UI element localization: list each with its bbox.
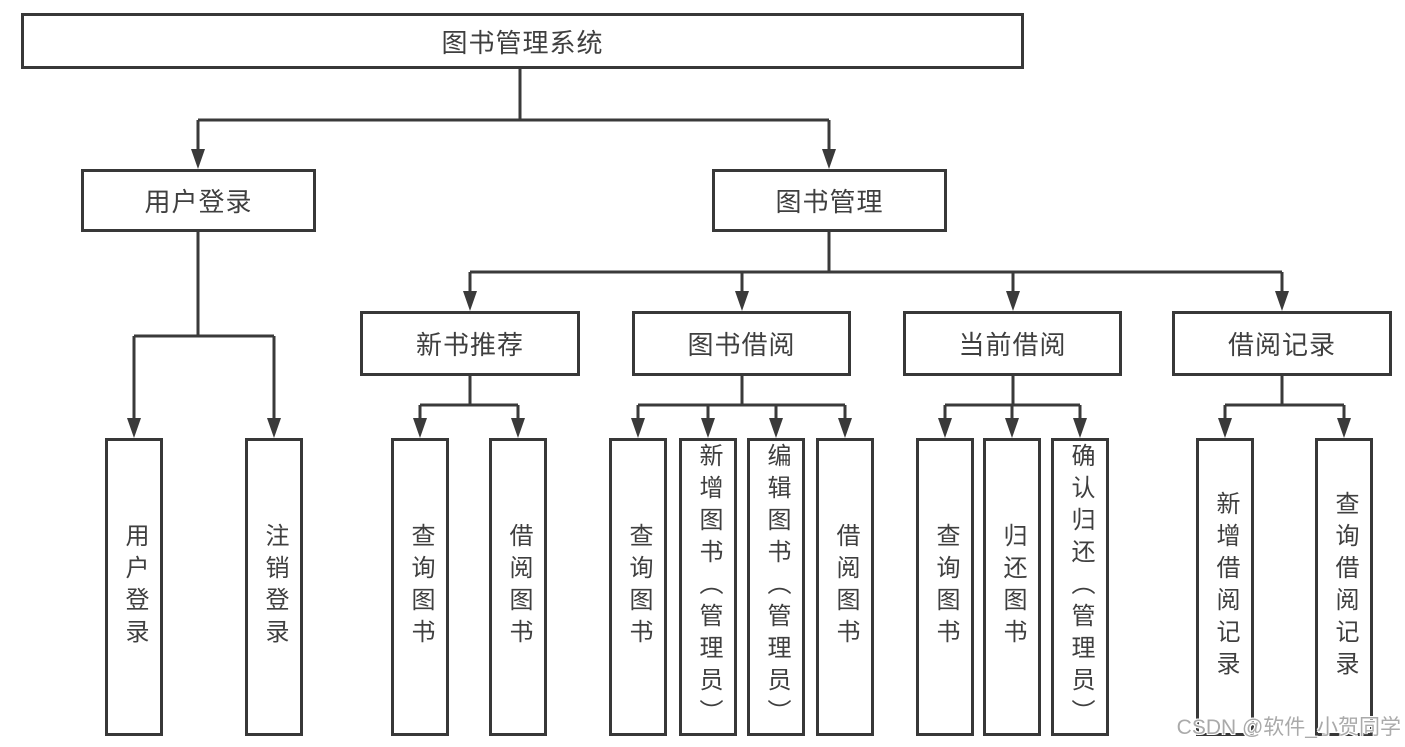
leaf-label: 编辑图书（管理员） [763,443,790,731]
node-new-book-recommend: 新书推荐 [360,311,580,376]
arrowhead [631,418,645,438]
node-user-login: 用户登录 [81,169,316,232]
node-book-management: 图书管理 [712,169,947,232]
arrowhead [1006,291,1020,311]
leaf-label: 查询图书 [932,523,959,651]
arrowhead [511,418,525,438]
node-label: 图书管理系统 [441,27,604,58]
leaf-label: 新增借阅记录 [1212,491,1239,683]
arrowhead [1005,418,1019,438]
node-label: 图书借阅 [687,330,796,360]
arrowhead [838,418,852,438]
leaf-confirm-return-admin: 确认归还（管理员） [1051,438,1109,736]
node-label: 当前借阅 [958,330,1067,360]
arrowhead [822,149,836,169]
arrowhead [191,149,205,169]
arrowhead [1218,418,1232,438]
arrowhead [735,291,749,311]
leaf-label: 新增图书（管理员） [695,443,722,731]
leaf-query-book-1: 查询图书 [391,438,449,736]
leaf-edit-book-admin: 编辑图书（管理员） [747,438,805,736]
node-borrow-record: 借阅记录 [1172,311,1392,376]
arrowhead [1337,418,1351,438]
leaf-user-login: 用户登录 [105,438,163,736]
leaf-query-book-2: 查询图书 [609,438,667,736]
leaf-label: 借阅图书 [832,523,859,651]
arrowhead [127,418,141,438]
arrowhead [938,418,952,438]
arrowhead [1275,291,1289,311]
leaf-label: 用户登录 [121,523,148,651]
arrowhead [769,418,783,438]
leaf-label: 查询图书 [407,523,434,651]
leaf-query-borrow-record: 查询借阅记录 [1315,438,1373,736]
leaf-label: 确认归还（管理员） [1067,443,1094,731]
node-label: 借阅记录 [1227,330,1336,360]
node-library-management-system: 图书管理系统 [21,13,1024,69]
leaf-query-book-3: 查询图书 [916,438,974,736]
arrowheads [127,149,1351,438]
leaf-add-book-admin: 新增图书（管理员） [679,438,737,736]
leaf-label: 查询图书 [625,523,652,651]
leaf-borrow-book-2: 借阅图书 [816,438,874,736]
node-label: 用户登录 [144,187,253,217]
arrowhead [1073,418,1087,438]
node-label: 图书管理 [775,187,884,217]
leaf-label: 查询借阅记录 [1331,491,1358,683]
connector-lines [132,69,1346,419]
node-current-borrow: 当前借阅 [903,311,1122,376]
node-book-borrow: 图书借阅 [632,311,851,376]
arrowhead [267,418,281,438]
leaf-label: 注销登录 [261,523,288,651]
node-label: 新书推荐 [415,330,524,360]
leaf-borrow-book-1: 借阅图书 [489,438,547,736]
leaf-label: 归还图书 [999,523,1026,651]
csdn-watermark: CSDN @软件_小贺同学 [1176,716,1401,739]
arrowhead [701,418,715,438]
arrowhead [413,418,427,438]
arrowhead [463,291,477,311]
leaf-add-borrow-record: 新增借阅记录 [1196,438,1254,736]
leaf-logout: 注销登录 [245,438,303,736]
leaf-return-book: 归还图书 [983,438,1041,736]
leaf-label: 借阅图书 [505,523,532,651]
